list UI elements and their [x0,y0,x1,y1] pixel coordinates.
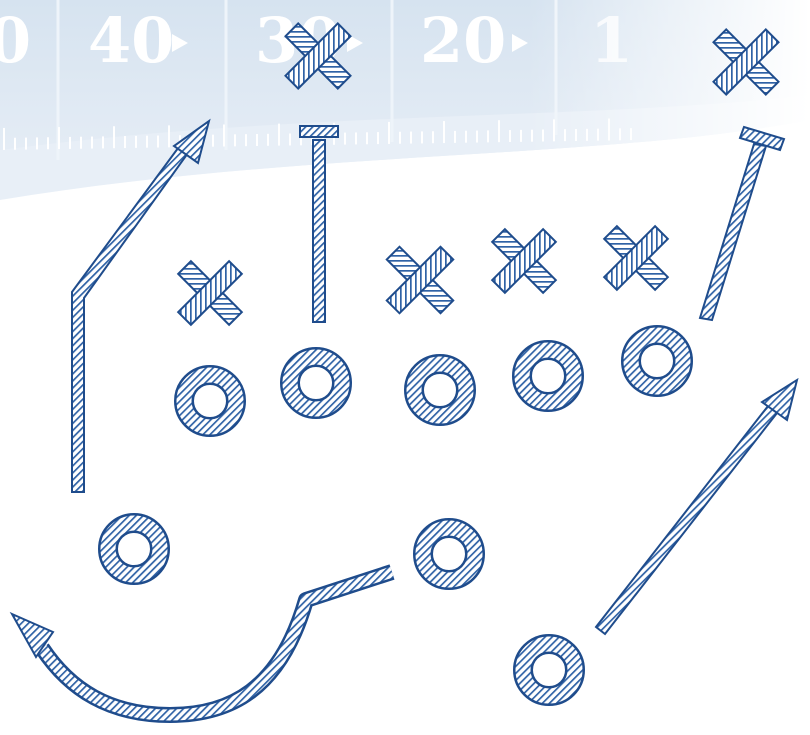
route-arrow-line [596,380,797,634]
defense-x-mark [604,226,668,290]
route-arrow-curve [12,572,392,715]
offense-o-mark [414,364,466,416]
offense-players [108,335,683,696]
defense-x-mark [492,229,556,293]
offense-o-mark [184,375,236,427]
offense-o-mark [523,644,575,696]
field-background: 0 40 30 20 1 [0,0,810,200]
defense-x-mark [178,261,242,325]
defense-x-mark [387,247,453,313]
offense-o-mark [108,523,160,575]
pass-routes [12,121,797,715]
offense-o-mark [522,350,574,402]
offense-o-mark [290,357,342,409]
offense-o-mark [423,528,475,580]
offense-o-mark [631,335,683,387]
